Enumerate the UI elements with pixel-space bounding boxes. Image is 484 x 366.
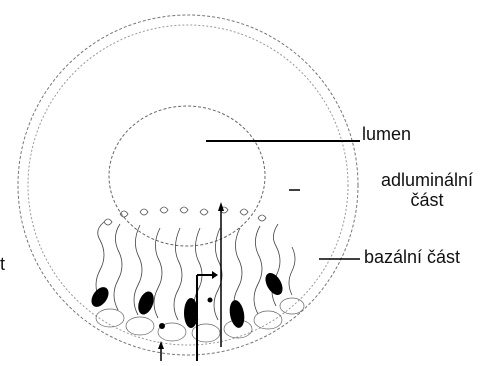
inner-boundary [28, 25, 348, 345]
nuclei [88, 270, 286, 329]
label-lumen: lumen [362, 124, 411, 144]
label-adluminal-line2: část [369, 190, 484, 210]
lumen-boundary [109, 106, 265, 246]
bottom-arrow-2-head [212, 271, 218, 279]
label-basal: bazální část [364, 247, 460, 267]
label-adluminal-line1: adluminální [369, 170, 484, 190]
basal-cells [96, 298, 304, 342]
lumen-arrow-head [218, 202, 224, 211]
label-adluminal: adluminální část [369, 170, 484, 210]
label-cut-off: t [0, 254, 5, 274]
